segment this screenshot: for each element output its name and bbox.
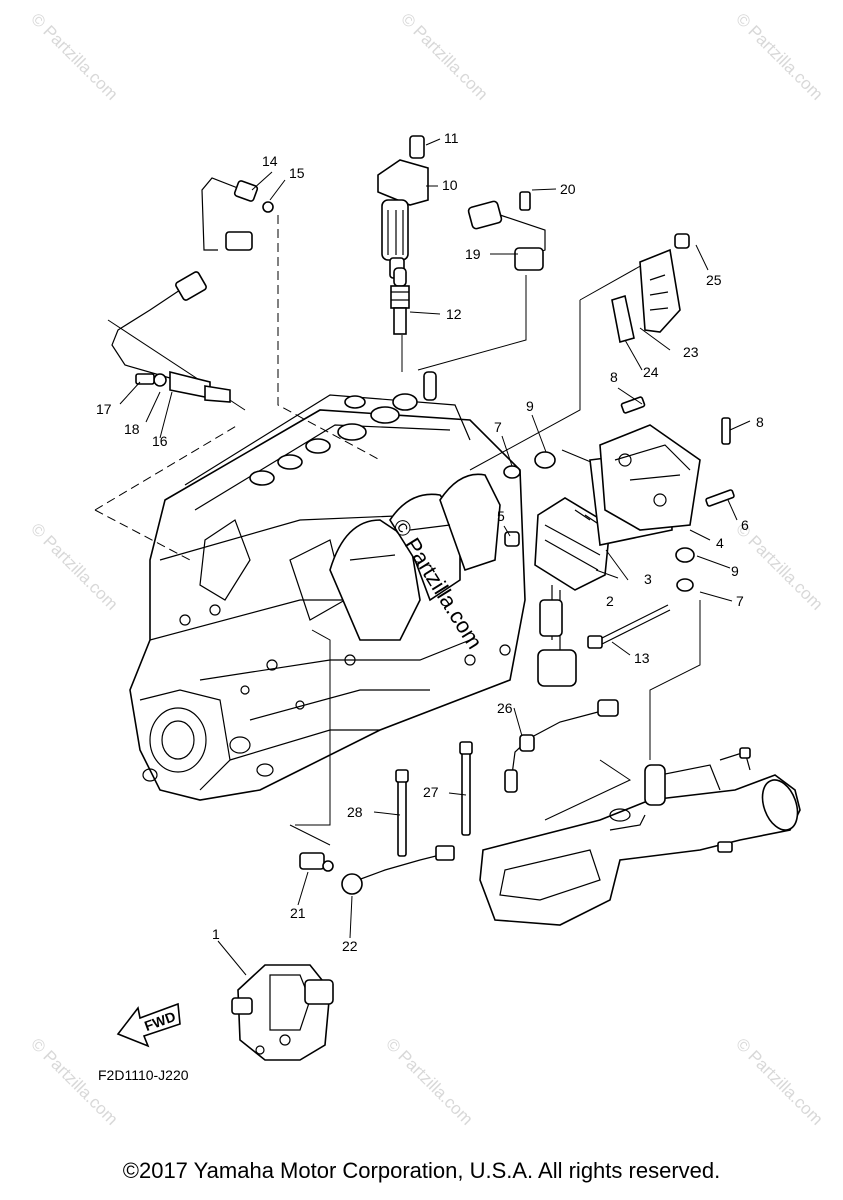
callout-9: 9	[731, 563, 739, 579]
part-sensor-16	[111, 271, 231, 403]
callout-15: 15	[289, 165, 305, 181]
callout-18: 18	[124, 421, 140, 437]
part-temp-sensor	[504, 699, 619, 793]
callout-3: 3	[644, 571, 652, 587]
part-sensor-14	[201, 177, 274, 251]
callout-7: 7	[494, 419, 502, 435]
fwd-arrow: FWD	[116, 1002, 181, 1048]
callout-7: 7	[736, 593, 744, 609]
part-knock-sensor	[299, 845, 455, 895]
part-spark-plug	[390, 267, 410, 335]
watermark: © Partzilla.com	[27, 519, 121, 613]
callout-11: 11	[444, 130, 459, 146]
figure-code: F2D1110-J220	[98, 1067, 189, 1083]
callout-8: 8	[756, 414, 764, 430]
callout-20: 20	[560, 181, 576, 197]
callout-17: 17	[96, 401, 112, 417]
watermark: © Partzilla.com	[27, 9, 121, 103]
part-bracket-23	[611, 233, 690, 344]
watermark: © Partzilla.com	[732, 519, 826, 613]
callout-24: 24	[643, 364, 659, 380]
callout-9: 9	[526, 398, 534, 414]
part-long-bolt	[587, 604, 671, 649]
part-cam-sensor	[467, 191, 546, 271]
callout-23: 23	[683, 344, 699, 360]
callout-8: 8	[610, 369, 618, 385]
watermark: © Partzilla.com	[397, 9, 491, 103]
callout-25: 25	[706, 272, 722, 288]
callout-2: 2	[606, 593, 614, 609]
callout-leaders	[119, 138, 751, 976]
callout-13: 13	[634, 650, 650, 666]
part-cable-ties	[395, 741, 473, 857]
callout-27: 27	[423, 784, 439, 800]
part-intake-duct	[479, 747, 801, 926]
callout-26: 26	[497, 700, 513, 716]
watermark: © Partzilla.com	[732, 9, 826, 103]
callout-5: 5	[497, 508, 505, 524]
callout-19: 19	[465, 246, 481, 262]
callout-22: 22	[342, 938, 358, 954]
callout-16: 16	[152, 433, 168, 449]
part-throttle-body	[231, 964, 334, 1061]
watermark: © Partzilla.com	[382, 1034, 476, 1128]
callout-10: 10	[442, 177, 458, 193]
callout-12: 12	[446, 306, 462, 322]
watermark: © Partzilla.com	[732, 1034, 826, 1128]
callout-21: 21	[290, 905, 306, 921]
callout-28: 28	[347, 804, 363, 820]
callout-labels: 1 2 3 4 5 6 7 7 8 8 9 9 10 11 12 13 14 1…	[96, 130, 764, 1083]
part-ignition-coil	[377, 135, 429, 279]
part-ecu	[503, 396, 735, 687]
callout-14: 14	[262, 153, 278, 169]
callout-1: 1	[212, 926, 220, 942]
copyright-footer: ©2017 Yamaha Motor Corporation, U.S.A. A…	[122, 1158, 721, 1183]
callout-4: 4	[716, 535, 724, 551]
callout-6: 6	[741, 517, 749, 533]
engine-block: © Partzilla.com	[129, 371, 526, 801]
